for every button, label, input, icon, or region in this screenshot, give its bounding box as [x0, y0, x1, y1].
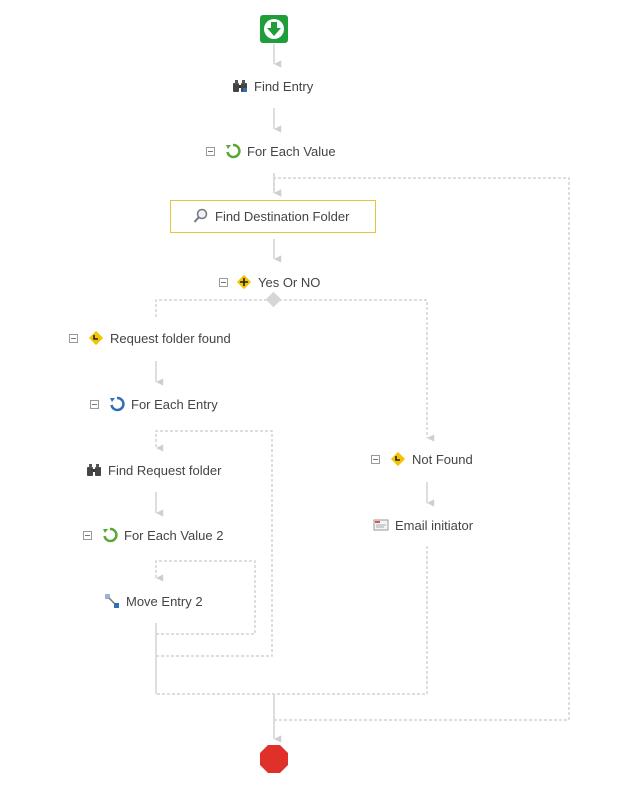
- activity-label: Find Request folder: [108, 462, 222, 478]
- collapse-toggle[interactable]: [371, 454, 380, 464]
- collapse-toggle[interactable]: [69, 333, 78, 343]
- activity-label: Yes Or NO: [258, 274, 321, 290]
- activity-for-each-value[interactable]: For Each Value: [206, 141, 336, 161]
- decision-diamond: [265, 291, 282, 308]
- activity-email-initiator[interactable]: Email initiator: [373, 515, 473, 535]
- activity-label: For Each Value 2: [124, 527, 224, 543]
- collapse-toggle[interactable]: [90, 399, 99, 409]
- collapse-toggle[interactable]: [206, 146, 215, 156]
- activity-for-each-entry[interactable]: For Each Entry: [90, 394, 218, 414]
- activity-label: Find Entry: [254, 78, 314, 94]
- branch-sign-icon: [390, 451, 406, 467]
- loop-blue-icon: [110, 396, 125, 412]
- loop-green-icon: [226, 143, 241, 159]
- activity-yes-or-no[interactable]: Yes Or NO: [219, 272, 320, 292]
- magnifier-icon: [193, 208, 208, 223]
- loop-green-icon: [103, 527, 118, 543]
- move-entry-icon: [105, 594, 119, 608]
- collapse-toggle[interactable]: [83, 530, 92, 540]
- start-node[interactable]: [260, 15, 288, 43]
- email-icon: [373, 519, 389, 531]
- activity-for-each-value-2[interactable]: For Each Value 2: [83, 525, 223, 545]
- activity-label: Email initiator: [395, 517, 474, 533]
- activity-label: For Each Entry: [131, 396, 218, 412]
- activity-label: Request folder found: [110, 330, 231, 346]
- activity-move-entry-2[interactable]: Move Entry 2: [104, 591, 203, 611]
- stop-octagon-icon[interactable]: [260, 745, 288, 773]
- binoculars-icon: [233, 80, 247, 92]
- activity-label: Not Found: [412, 451, 473, 467]
- activity-label: Find Destination Folder: [215, 208, 350, 224]
- activity-not-found[interactable]: Not Found: [371, 449, 473, 469]
- activity-label: For Each Value: [247, 143, 336, 159]
- activity-label: Move Entry 2: [126, 593, 203, 609]
- decision-icon: [236, 274, 252, 290]
- collapse-toggle[interactable]: [219, 277, 228, 287]
- activity-request-folder-found[interactable]: Request folder found: [69, 328, 231, 348]
- activity-find-request-folder[interactable]: Find Request folder: [86, 460, 221, 480]
- activity-find-entry[interactable]: Find Entry: [232, 76, 313, 96]
- branch-sign-icon: [88, 330, 104, 346]
- activity-find-destination-folder[interactable]: Find Destination Folder: [193, 206, 349, 226]
- start-arrow-icon: [267, 22, 281, 36]
- selection-highlight: [170, 200, 376, 233]
- binoculars-icon: [87, 464, 101, 476]
